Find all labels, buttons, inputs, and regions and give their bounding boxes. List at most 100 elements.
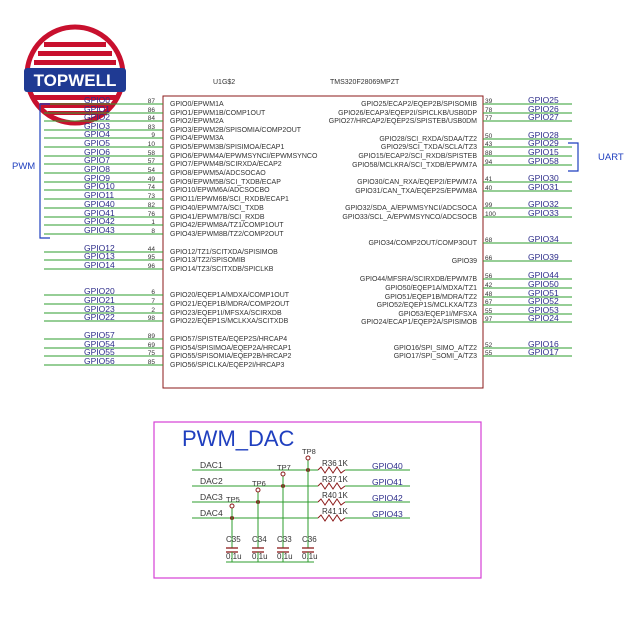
chip-part: TMS320F28069MPZT	[330, 79, 400, 86]
uart-bracket	[568, 142, 579, 172]
pin-number: 66	[485, 255, 493, 262]
pin-function: GPIO2/EPWM2A	[170, 118, 224, 125]
net-label: GPIO54	[84, 339, 115, 349]
net-label: GPIO15	[528, 147, 559, 157]
pin-function: GPIO9/EPWM5B/SCI_TXDB/ECAP	[170, 179, 281, 186]
test-point-label: TP5	[226, 495, 240, 504]
net-label: GPIO39	[528, 252, 559, 262]
pin-function: GPIO8/EPWM5A/ADCSOCAO	[170, 170, 266, 177]
net-label: GPIO14	[84, 260, 115, 270]
logo-text: TOPWELL	[34, 71, 117, 90]
pin-function: GPIO26/ECAP3/EQEP2I/SPICLKB/USB0DP	[338, 110, 477, 117]
net-label: GPIO1	[84, 104, 110, 114]
net-label: GPIO24	[528, 313, 559, 323]
pin-function: GPIO32/SDA_A/EPWMSYNCI/ADCSOCA	[345, 205, 477, 212]
net-label: GPIO41	[84, 208, 115, 218]
pin-number: 43	[485, 141, 493, 148]
pin-function: GPIO15/ECAP2/SCI_RXDB/SPISTEB	[358, 153, 477, 160]
chip-body	[162, 95, 484, 389]
net-label: GPIO44	[528, 270, 559, 280]
dac-net-label: DAC1	[200, 460, 223, 470]
net-label: GPIO4	[84, 129, 110, 139]
capacitor-value: 0.1u	[252, 552, 268, 561]
pin-function: GPIO22/EQEP1S/MCLKXA/SCITXDB	[170, 318, 289, 325]
pin-number: 75	[148, 350, 156, 357]
capacitor-ref: C34	[252, 535, 267, 544]
pin-number: 85	[148, 359, 156, 366]
net-label: GPIO2	[84, 112, 110, 122]
capacitor-value: 0.1u	[277, 552, 293, 561]
gpio-net-label: GPIO41	[372, 477, 403, 487]
pin-number: 48	[485, 291, 493, 298]
pin-number: 76	[148, 211, 156, 218]
dac-net-label: DAC4	[200, 508, 223, 518]
net-label: GPIO32	[528, 199, 559, 209]
pin-number: 54	[148, 167, 156, 174]
pin-number: 40	[485, 185, 493, 192]
pin-function: GPIO57/SPISTEA/EQEP2S/HRCAP4	[170, 336, 287, 343]
resistor-ref: R41	[322, 507, 337, 516]
pin-function: GPIO28/SCI_RXDA/SDAA/TZ2	[379, 136, 477, 143]
pin-function: GPIO14/TZ3/SCITXDB/SPICLKB	[170, 266, 274, 273]
resistor-value: 1K	[338, 507, 348, 516]
capacitor-ref: C33	[277, 535, 292, 544]
pin-number: 73	[148, 193, 156, 200]
pwm-group-label: PWM	[12, 161, 35, 172]
chip-ref: U1G$2	[213, 79, 235, 86]
pin-number: 58	[148, 150, 156, 157]
net-label: GPIO16	[528, 339, 559, 349]
pin-number: 94	[485, 159, 493, 166]
net-label: GPIO58	[528, 156, 559, 166]
pin-function: GPIO21/EQEP1B/MDRA/COMP2OUT	[170, 301, 290, 308]
pin-number: 6	[151, 289, 155, 296]
net-label: GPIO6	[84, 147, 110, 157]
net-label: GPIO34	[528, 234, 559, 244]
net-label: GPIO31	[528, 182, 559, 192]
pwm-dac-title: PWM_DAC	[182, 426, 295, 451]
pin-number: 69	[148, 342, 156, 349]
net-label: GPIO56	[84, 356, 115, 366]
pin-function: GPIO0/EPWM1A	[170, 101, 224, 108]
pin-function: GPIO5/EPWM3B/SPISIMOA/ECAP1	[170, 144, 284, 151]
pin-number: 82	[148, 202, 156, 209]
net-label: GPIO33	[528, 208, 559, 218]
pin-function: GPIO3/EPWM2B/SPISOMIA/COMP2OUT	[170, 127, 302, 134]
net-label: GPIO3	[84, 121, 110, 131]
gpio-net-label: GPIO43	[372, 509, 403, 519]
test-point-label: TP7	[277, 463, 291, 472]
net-label: GPIO30	[528, 173, 559, 183]
pin-number: 50	[485, 133, 493, 140]
net-label: GPIO25	[528, 95, 559, 105]
resistor-value: 1K	[338, 459, 348, 468]
net-label: GPIO13	[84, 251, 115, 261]
capacitor-value: 0.1u	[302, 552, 318, 561]
resistor-symbol	[317, 482, 346, 490]
net-label: GPIO28	[528, 130, 559, 140]
capacitor-ref: C35	[226, 535, 241, 544]
pin-number: 39	[485, 98, 493, 105]
dac-net-label: DAC2	[200, 476, 223, 486]
test-point	[229, 503, 235, 509]
pin-function: GPIO56/SPICLKA/EQEP2I/HRCAP3	[170, 362, 284, 369]
pin-number: 55	[485, 308, 493, 315]
net-label: GPIO22	[84, 312, 115, 322]
net-label: GPIO52	[528, 296, 559, 306]
pin-function: GPIO17/SPI_SOMI_A/TZ3	[394, 353, 477, 360]
pin-function: GPIO13/TZ2/SPISOMIB	[170, 257, 246, 264]
net-label: GPIO8	[84, 164, 110, 174]
pin-function: GPIO43/EPWM8B/TZ2/COMP2OUT	[170, 231, 284, 238]
pin-function: GPIO25/ECAP2/EQEP2B/SPISOMIB	[361, 101, 477, 108]
net-label: GPIO23	[84, 304, 115, 314]
pin-number: 49	[148, 176, 156, 183]
pin-function: GPIO53/EQEP1I/MFSXA	[398, 311, 477, 318]
pin-function: GPIO34/COMP2OUT/COMP3OUT	[368, 240, 477, 247]
pin-number: 2	[151, 307, 155, 314]
pin-function: GPIO7/EPWM4B/SCIRXDA/ECAP2	[170, 161, 282, 168]
net-label: GPIO12	[84, 243, 115, 253]
pin-function: GPIO12/TZ1/SCITXDA/SPISIMOB	[170, 249, 278, 256]
pin-number: 99	[485, 202, 493, 209]
gpio-net-label: GPIO42	[372, 493, 403, 503]
pin-function: GPIO27/HRCAP2/EQEP2S/SPISTEB/USB0DM	[329, 118, 477, 125]
